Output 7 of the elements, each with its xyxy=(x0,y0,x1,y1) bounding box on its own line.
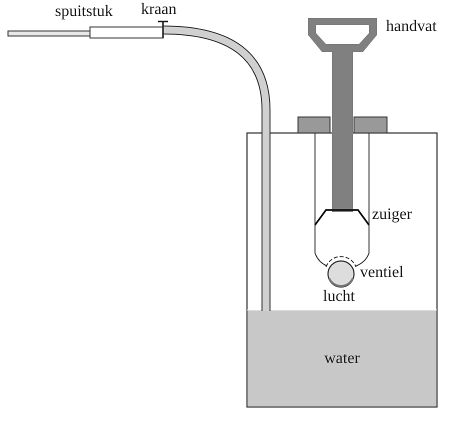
part-label: spuitstuk xyxy=(55,4,113,20)
part-label: kraan xyxy=(141,2,177,18)
part-label: zuiger xyxy=(372,207,412,223)
part-label: water xyxy=(324,350,360,368)
part-label: handvat xyxy=(386,19,437,35)
part-label: lucht xyxy=(323,289,355,305)
part-label: ventiel xyxy=(360,265,404,281)
